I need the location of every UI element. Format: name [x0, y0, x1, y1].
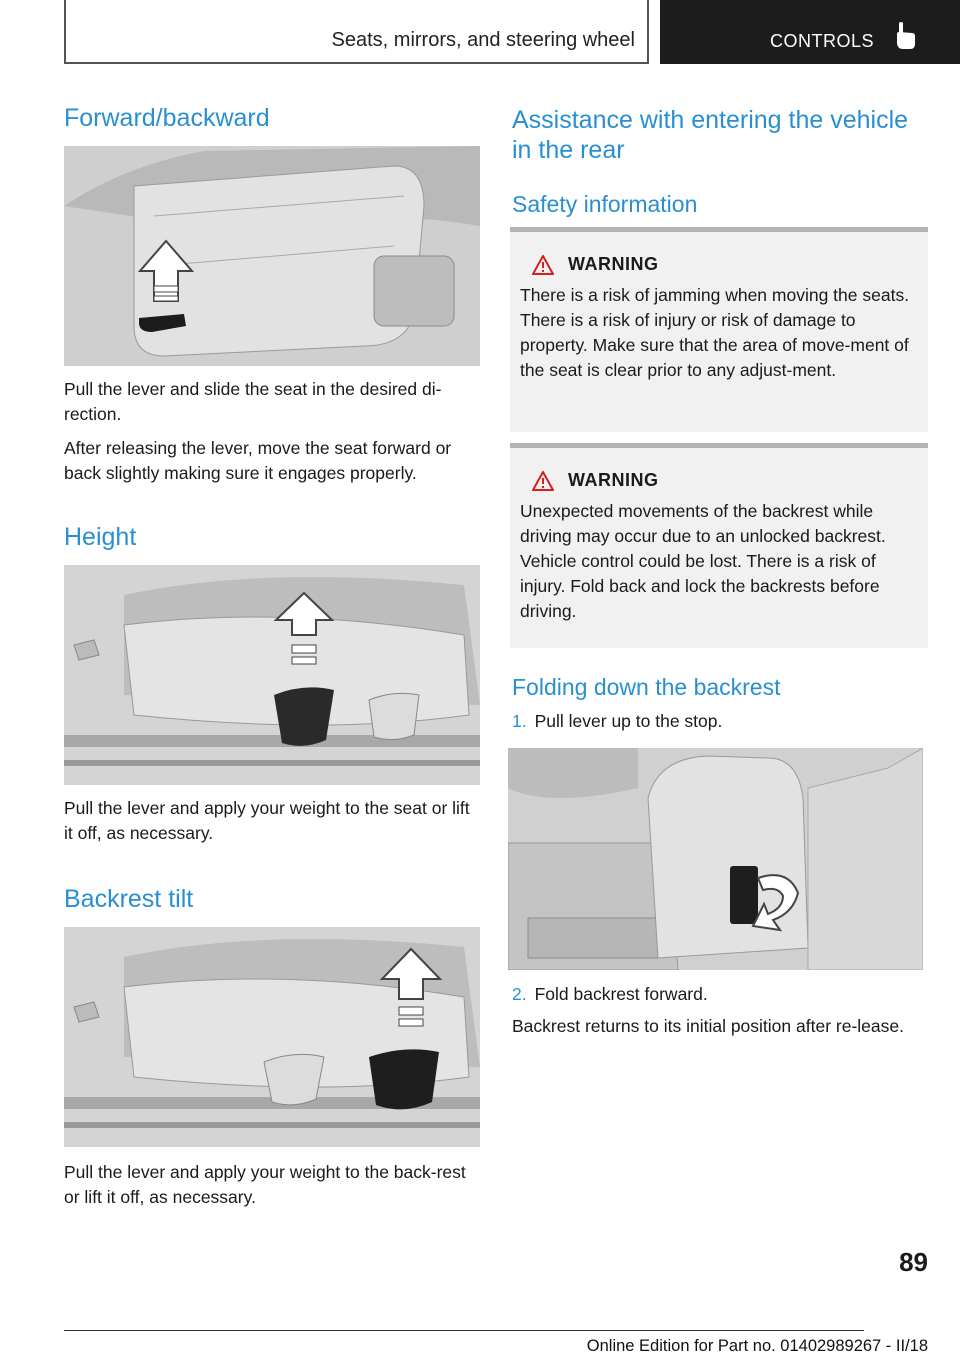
safety-information-heading: Safety information: [512, 191, 698, 217]
rear-backrest-lever-figure: [508, 748, 923, 970]
header-section-box: Seats, mirrors, and steering wheel: [64, 0, 649, 64]
forward-backward-heading: Forward/backward: [64, 104, 270, 132]
step-2-text: Fold backrest forward.: [534, 984, 708, 1004]
warning-label-1: WARNING: [568, 254, 659, 274]
step-1-number: 1.: [512, 711, 527, 731]
header-chapter-title: CONTROLS: [770, 31, 875, 51]
warning-title-2: WARNING: [520, 470, 918, 491]
warning-text-2: Unexpected movements of the backrest whi…: [520, 501, 886, 621]
step-2: 2. Fold backrest forward.: [512, 982, 928, 1007]
warning-triangle-icon: [532, 470, 554, 491]
seat-height-lever-figure: [64, 565, 480, 785]
folding-down-heading: Folding down the backrest: [512, 674, 781, 700]
header-chapter-box: CONTROLS: [660, 0, 960, 64]
closing-paragraph: Backrest returns to its initial position…: [512, 1016, 904, 1036]
page-number: 89: [899, 1247, 928, 1277]
warning-triangle-icon: [532, 254, 554, 275]
warning-label-2: WARNING: [568, 470, 659, 490]
assistance-heading: Assistance with entering the vehicle in …: [512, 106, 909, 164]
step-1: 1. Pull lever up to the stop.: [512, 709, 928, 734]
footer-divider: [64, 1330, 864, 1331]
warning-box-2: WARNING Unexpected movements of the back…: [510, 443, 928, 648]
backrest-tilt-heading: Backrest tilt: [64, 885, 194, 913]
height-heading: Height: [64, 523, 137, 551]
backrest-tilt-paragraph: Pull the lever and apply your weight to …: [64, 1162, 466, 1207]
warning-text-1: There is a risk of jamming when moving t…: [520, 285, 910, 380]
pointing-hand-icon: [897, 22, 915, 49]
header-section-title: Seats, mirrors, and steering wheel: [331, 29, 635, 51]
step-2-number: 2.: [512, 984, 527, 1004]
forward-paragraph-1: Pull the lever and slide the seat in the…: [64, 379, 442, 424]
height-paragraph: Pull the lever and apply your weight to …: [64, 798, 470, 843]
forward-paragraph-2: After releasing the lever, move the seat…: [64, 438, 452, 483]
step-1-text: Pull lever up to the stop.: [534, 711, 723, 731]
seat-forward-lever-figure: [64, 146, 480, 366]
warning-title-1: WARNING: [520, 254, 918, 275]
backrest-tilt-lever-figure: [64, 927, 480, 1147]
warning-box-1: WARNING There is a risk of jamming when …: [510, 227, 928, 432]
footer-edition: Online Edition for Part no. 01402989267 …: [586, 1337, 928, 1355]
